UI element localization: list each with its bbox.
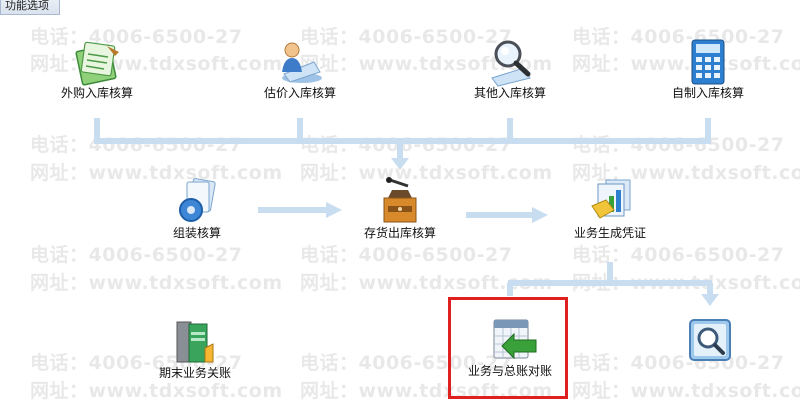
node-label: 估价入库核算 — [263, 86, 336, 100]
node-label: 业务与总账对账 — [467, 364, 552, 378]
arrow-head — [391, 158, 409, 170]
node-query[interactable] — [655, 316, 765, 366]
arrow-head — [326, 202, 342, 218]
node-other-inbound[interactable]: 其他入库核算 — [455, 38, 565, 99]
gear-document-icon — [179, 178, 216, 222]
node-business-ledger-reconcile[interactable]: 业务与总账对账 — [455, 316, 565, 377]
arrow-head — [532, 207, 548, 223]
ledger-books-icon — [176, 321, 214, 363]
grinder-icon — [383, 177, 417, 223]
node-label: 期末业务关账 — [158, 366, 231, 380]
node-generate-voucher[interactable]: 业务生成凭证 — [555, 176, 665, 239]
magnifier-icon — [491, 40, 531, 87]
purchase-invoice-icon — [75, 41, 119, 86]
selection-highlight — [448, 297, 568, 399]
node-stock-outbound[interactable]: 存货出库核算 — [345, 176, 455, 239]
node-label: 组装核算 — [172, 226, 221, 240]
function-options-tab[interactable]: 功能选项 — [0, 0, 60, 15]
node-label: 存货出库核算 — [363, 226, 436, 240]
node-assembly[interactable]: 组装核算 — [142, 178, 252, 239]
calendar-arrow-icon — [493, 319, 537, 360]
node-label: 外购入库核算 — [60, 86, 133, 100]
node-purchase-inbound[interactable]: 外购入库核算 — [42, 38, 152, 99]
estimate-user-icon — [282, 42, 322, 83]
node-period-close[interactable]: 期末业务关账 — [140, 318, 250, 379]
arrow-head — [701, 294, 719, 306]
node-label: 其他入库核算 — [473, 86, 546, 100]
search-window-icon — [689, 319, 731, 361]
node-label: 业务生成凭证 — [573, 226, 646, 240]
calculator-icon — [691, 39, 725, 85]
node-label: 自制入库核算 — [671, 86, 744, 100]
node-selfmade-inbound[interactable]: 自制入库核算 — [653, 38, 763, 99]
chart-documents-icon — [591, 179, 631, 219]
node-estimate-inbound[interactable]: 估价入库核算 — [245, 38, 355, 99]
